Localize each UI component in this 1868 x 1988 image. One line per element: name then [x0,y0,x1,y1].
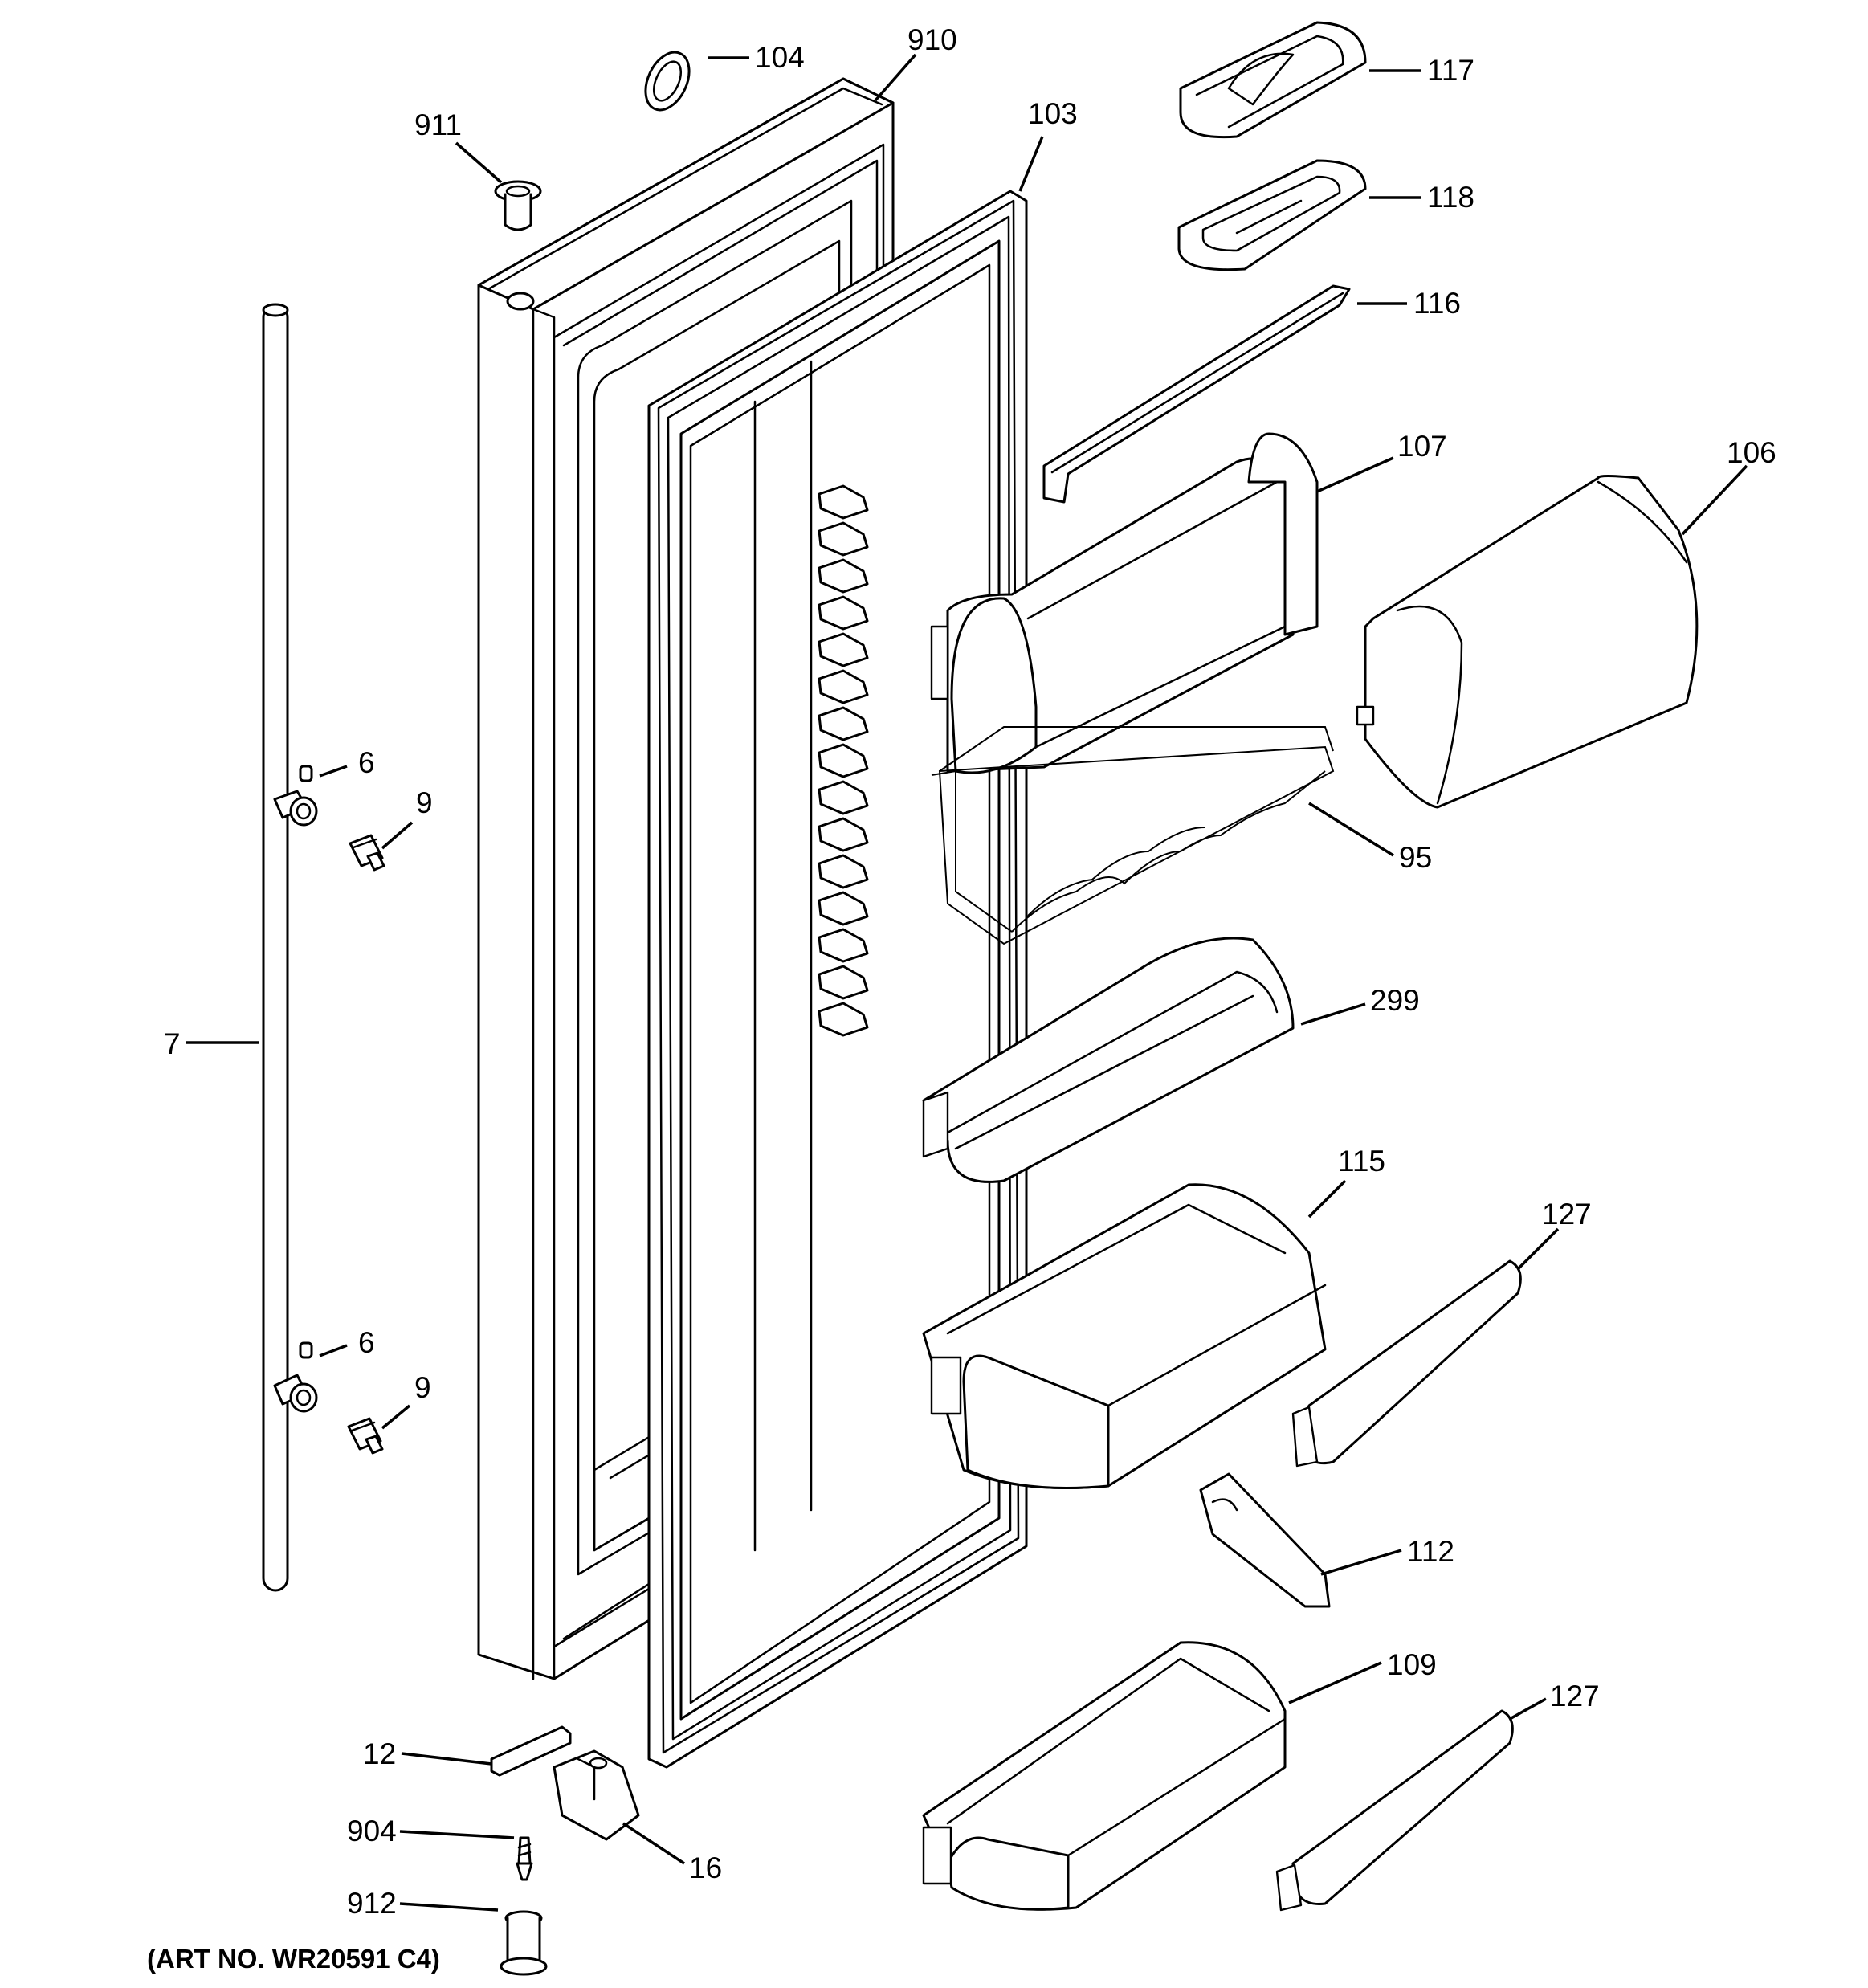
part-115-bin [922,1183,1327,1489]
callout-103: 103 [1028,97,1078,130]
callout-7: 7 [164,1027,181,1060]
liner-rib [818,817,869,852]
liner-rib [818,558,869,594]
callout-912: 912 [347,1887,397,1920]
callout-117: 117 [1427,54,1474,87]
part-106-cover [1356,475,1699,809]
handle-mount-lower [273,1374,318,1413]
liner-rib [818,669,869,704]
handle-mount-upper [273,790,318,827]
part-117-cover [1179,21,1367,139]
callout-9-lower: 9 [414,1371,431,1404]
liner-rib [818,595,869,631]
liner-rib [818,484,869,520]
callout-6-lower: 6 [358,1326,375,1359]
part-118-housing [1177,159,1367,271]
callout-910: 910 [907,23,957,56]
callout-109: 109 [1387,1648,1437,1681]
callout-127-upper: 127 [1542,1198,1592,1231]
callout-9-upper: 9 [416,786,433,819]
part-299-shelf [922,937,1295,1183]
callout-12: 12 [363,1737,396,1770]
callout-95: 95 [1399,841,1432,874]
part-911-bushing [494,180,542,231]
callout-115: 115 [1338,1145,1385,1178]
liner-rib [818,706,869,741]
callout-299: 299 [1370,984,1420,1017]
part-9-screw-upper [349,834,385,872]
part-104-ring [644,51,691,112]
part-12-bracket [490,1725,572,1777]
liner-rib [818,743,869,778]
part-95-rack [931,726,1335,945]
liner-rib [818,780,869,815]
part-16-hinge [553,1749,640,1841]
callout-104: 104 [755,41,805,74]
callout-16: 16 [689,1851,722,1884]
liner-rib [818,521,869,557]
liner-rib [818,1002,869,1037]
callout-107: 107 [1397,430,1447,463]
part-904-screw [516,1836,533,1881]
callout-labels: 104 910 911 103 117 118 116 107 106 6 9 … [164,23,1776,1920]
callout-6-upper: 6 [358,746,375,779]
liner-rib [818,854,869,889]
liner-rib [818,632,869,667]
part-9-screw-lower [347,1417,384,1455]
liner-rib [818,891,869,926]
leader-lines [186,53,1748,1912]
part-107-bin [930,432,1319,774]
part-127-lower-cover [1275,1709,1514,1912]
part-127-upper-cover [1291,1259,1522,1468]
callout-118: 118 [1427,181,1474,214]
liner-rack-ribs [818,484,869,1037]
callout-911: 911 [414,108,462,141]
callout-106: 106 [1727,436,1776,469]
callout-904: 904 [347,1815,397,1847]
part-116-trim [1042,284,1351,504]
part-7-rod [262,303,289,1592]
liner-rib [818,965,869,1000]
part-109-bin [922,1641,1287,1911]
callout-112: 112 [1407,1535,1454,1568]
part-6-pin-upper [299,765,313,782]
part-912-bushing [500,1910,548,1976]
part-6-pin-lower [299,1341,313,1359]
callout-116: 116 [1413,287,1461,320]
callout-127-lower: 127 [1550,1680,1600,1712]
liner-rib [818,928,869,963]
art-number-caption: (ART NO. WR20591 C4) [147,1944,440,1974]
part-112-divider [1199,1472,1331,1608]
